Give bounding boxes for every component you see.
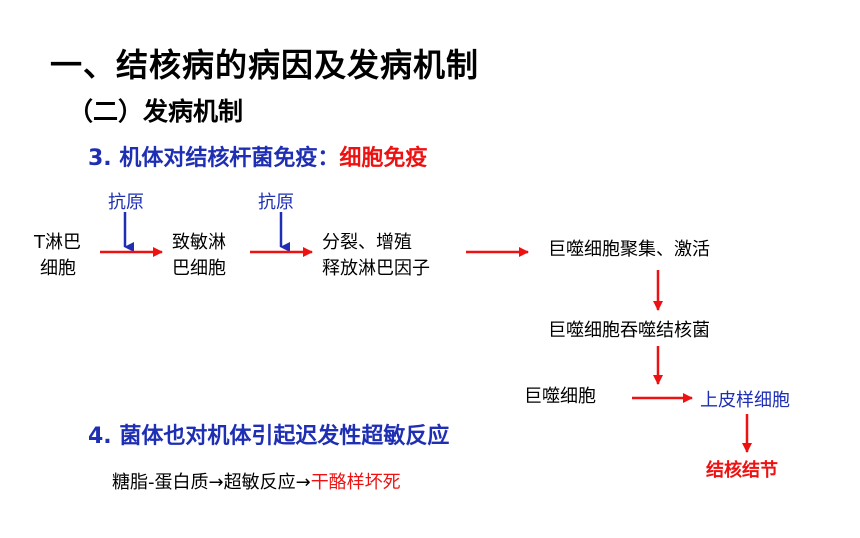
node-sensitized-line1: 致敏淋: [172, 232, 226, 253]
hypersensitivity-chain: 糖脂-蛋白质→超敏反应→干酪样坏死: [112, 468, 401, 494]
antigen-label-2: 抗原: [258, 192, 294, 213]
chain-part-3: 干酪样坏死: [310, 472, 401, 493]
node-divide-proliferate: 分裂、增殖 释放淋巴因子: [322, 230, 430, 282]
node-tubercle: 结核结节: [706, 460, 778, 481]
section-subtitle: （二）发病机制: [68, 97, 244, 126]
node-t-lymphocyte-line1: T淋巴: [34, 232, 81, 253]
section-3-number: 3.: [88, 146, 112, 171]
chain-arrow-2: →: [295, 472, 311, 493]
node-epithelioid-cell: 上皮样细胞: [700, 390, 790, 411]
antigen-label-1: 抗原: [108, 192, 144, 213]
node-macrophage-gather: 巨噬细胞聚集、激活: [548, 239, 710, 260]
section-3-text: 机体对结核杆菌免疫：: [119, 146, 340, 171]
node-divide-line2: 释放淋巴因子: [322, 258, 430, 279]
chain-part-1: 糖脂-蛋白质: [112, 472, 209, 493]
chain-part-2: 超敏反应: [223, 472, 296, 493]
node-divide-line1: 分裂、增殖: [322, 232, 412, 253]
section-3-highlight: 细胞免疫: [339, 146, 428, 171]
page-title: 一、结核病的病因及发病机制: [50, 46, 480, 84]
node-sensitized-lymphocyte: 致敏淋 巴细胞: [172, 230, 226, 282]
section-4-text: 菌体也对机体引起迟发性超敏反应: [119, 424, 450, 449]
section-4-number: 4.: [88, 424, 112, 449]
section-3-heading: 3. 机体对结核杆菌免疫：细胞免疫: [88, 140, 427, 172]
chain-arrow-1: →: [208, 472, 224, 493]
node-t-lymphocyte: T淋巴 细胞: [34, 230, 81, 282]
node-t-lymphocyte-line2: 细胞: [40, 258, 76, 279]
node-macrophage: 巨噬细胞: [524, 386, 596, 407]
node-macrophage-engulf: 巨噬细胞吞噬结核菌: [548, 320, 710, 341]
node-sensitized-line2: 巴细胞: [172, 258, 226, 279]
section-4-heading: 4. 菌体也对机体引起迟发性超敏反应: [88, 418, 449, 450]
